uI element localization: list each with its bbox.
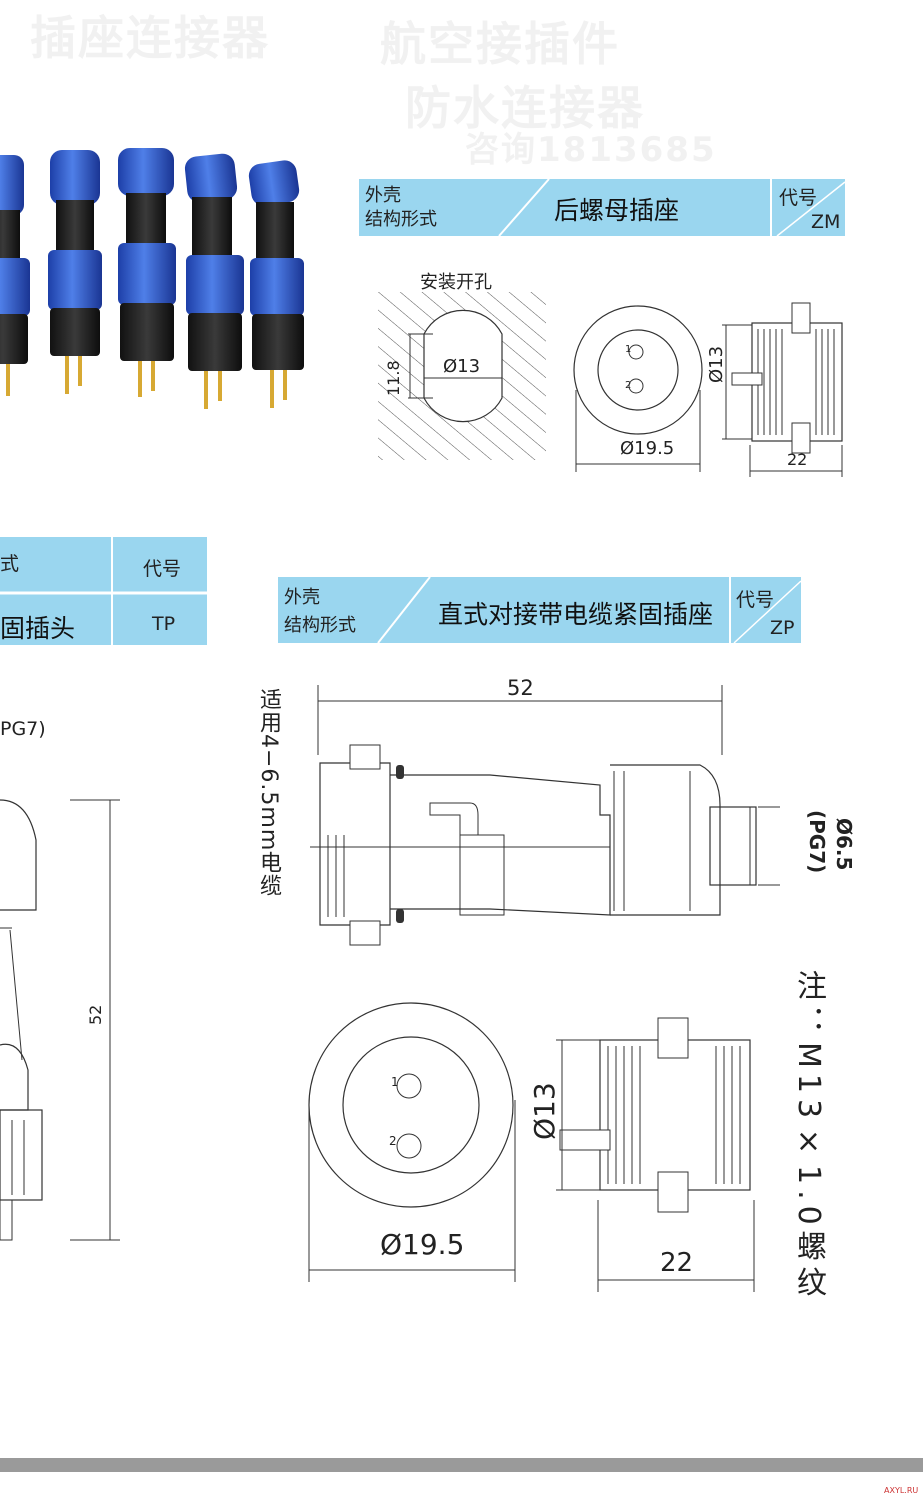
zm-side-dia-label: Ø13 [706,345,727,383]
tp-header-bar: 式 代号 固插头 TP [0,537,207,645]
zp-side-dia-label: Ø13 [528,1082,561,1140]
zm-side-len-label: 22 [787,450,808,469]
zp-header-bar: 外壳 结构形式 直式对接带电缆紧固插座 代号 ZP [278,576,802,644]
zp-face-view-drawing [308,1002,516,1282]
zm-shell-label-1: 外壳 [365,185,401,206]
tp-title: 固插头 [0,614,76,643]
connector-unit-3 [118,148,176,397]
zm-hole-caption: 安装开孔 [420,272,492,293]
zp-code-label: 代号 [736,589,775,611]
tp-plug-side-drawing [0,799,120,1241]
zm-side-view-drawing [722,302,843,477]
zp-code: ZP [770,617,795,639]
zm-title: 后螺母插座 [554,196,680,225]
footer-bar [0,1458,923,1472]
zp-shell-label-1: 外壳 [284,587,320,608]
zm-header-bar: 外壳 结构形式 后螺母插座 代号 ZM [359,178,846,237]
tp-code-label: 代号 [143,558,182,580]
zm-mounting-hole-drawing [378,292,546,460]
watermark-line-3: 防水连接器 [405,81,645,135]
tp-cable-note: PG7) [0,718,46,740]
zm-code: ZM [811,211,841,233]
tp-shell-label: 式 [0,553,20,575]
zp-side-len-label: 22 [660,1248,694,1278]
connector-photo [0,148,304,409]
zp-length-label: 52 [507,676,534,700]
zm-face-pin-2: 2 [625,380,632,391]
zp-face-pin-1: 1 [391,1075,399,1089]
zp-face-pin-2: 2 [389,1134,397,1148]
watermark-line-2: 航空接插件 [380,17,620,71]
zp-thread-note: 注：M13×1.0螺纹 [791,970,826,1303]
zm-face-pin-1: 1 [625,344,632,355]
tp-length-label: 52 [86,1004,105,1025]
zm-shell-label-2: 结构形式 [365,209,437,230]
zp-side-view-drawing [556,1017,755,1292]
zp-assembly-drawing [310,685,780,946]
zm-hole-flat-label: 11.8 [384,360,403,396]
zm-code-label: 代号 [779,187,818,209]
connector-unit-2 [48,150,102,394]
zp-title: 直式对接带电缆紧固插座 [438,600,714,629]
zm-face-dia-label: Ø19.5 [620,438,675,459]
connector-unit-1 [0,155,30,396]
connector-unit-5 [248,160,304,408]
connector-unit-4 [184,153,244,409]
zp-shell-label-2: 结构形式 [284,615,356,636]
zp-cable-pg-label: (PG7) [805,810,829,874]
zp-cable-range-label: 适用4−6.5mm电缆 [256,688,281,898]
tp-code: TP [152,613,176,635]
footer-mark: AXYL.RU [884,1486,919,1495]
zp-face-dia-label: Ø19.5 [380,1228,465,1261]
zm-face-view-drawing [573,305,703,472]
watermark-line-4: 咨询1813685 [465,130,717,170]
zm-hole-dia-label: Ø13 [443,356,481,377]
watermark-line-1: 插座连接器 [30,11,270,65]
zp-cable-dia-label: Ø6.5 [832,818,856,871]
